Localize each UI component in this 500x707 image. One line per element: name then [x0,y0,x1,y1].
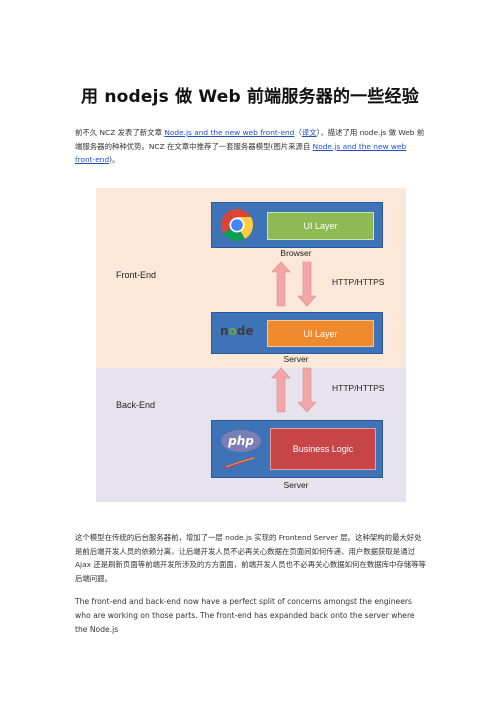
php-server-box: php Business Logic [211,420,383,478]
image-source-link[interactable]: Node.js and the new web front-end [75,141,407,165]
browser-caption: Browser [280,248,312,258]
intro-text-2: （ [294,128,302,137]
explanation-paragraph: 这个模型在传统的后台服务器前，增加了一层 node.js 实现的 Fronten… [75,533,426,583]
intro-paragraph: 前不久 NCZ 发表了新文章 Node.js and the new web f… [75,126,427,167]
protocol-label-2: HTTP/HTTPS [332,383,385,393]
intro-text-1: 前不久 NCZ 发表了新文章 [75,128,165,137]
translation-link[interactable]: 译文 [301,128,317,137]
chrome-icon [221,209,254,241]
intro-text-3: ），描述了用 node.js 做 Web 前端服务器的种种优势。NCZ 在文章中… [75,128,425,151]
apache-feather-icon [222,456,258,469]
server-caption-2: Server [283,480,309,490]
ui-layer-node: UI Layer [267,320,374,347]
english-quote-paragraph: The front-end and back-end now have a pe… [75,597,415,634]
bidirectional-arrows-2 [271,367,317,413]
browser-box: UI Layer [211,202,383,248]
business-logic-layer: Business Logic [270,428,376,470]
ui-layer-browser: UI Layer [267,212,374,240]
architecture-diagram: Front-End Back-End UI Layer Browser HTTP… [96,188,406,502]
front-end-label: Front-End [116,270,157,280]
page-title: 用 nodejs 做 Web 前端服务器的一些经验 [81,87,419,107]
back-end-label: Back-End [116,400,156,410]
intro-text-4: )。 [109,155,120,164]
article-link[interactable]: Node.js and the new web front-end [164,128,295,137]
node-server-box: node UI Layer [211,312,383,354]
php-logo: php [221,430,261,452]
protocol-label-1: HTTP/HTTPS [332,277,385,287]
bidirectional-arrows-1 [271,261,317,307]
server-caption-1: Server [283,354,309,364]
nodejs-logo: node [220,324,254,338]
